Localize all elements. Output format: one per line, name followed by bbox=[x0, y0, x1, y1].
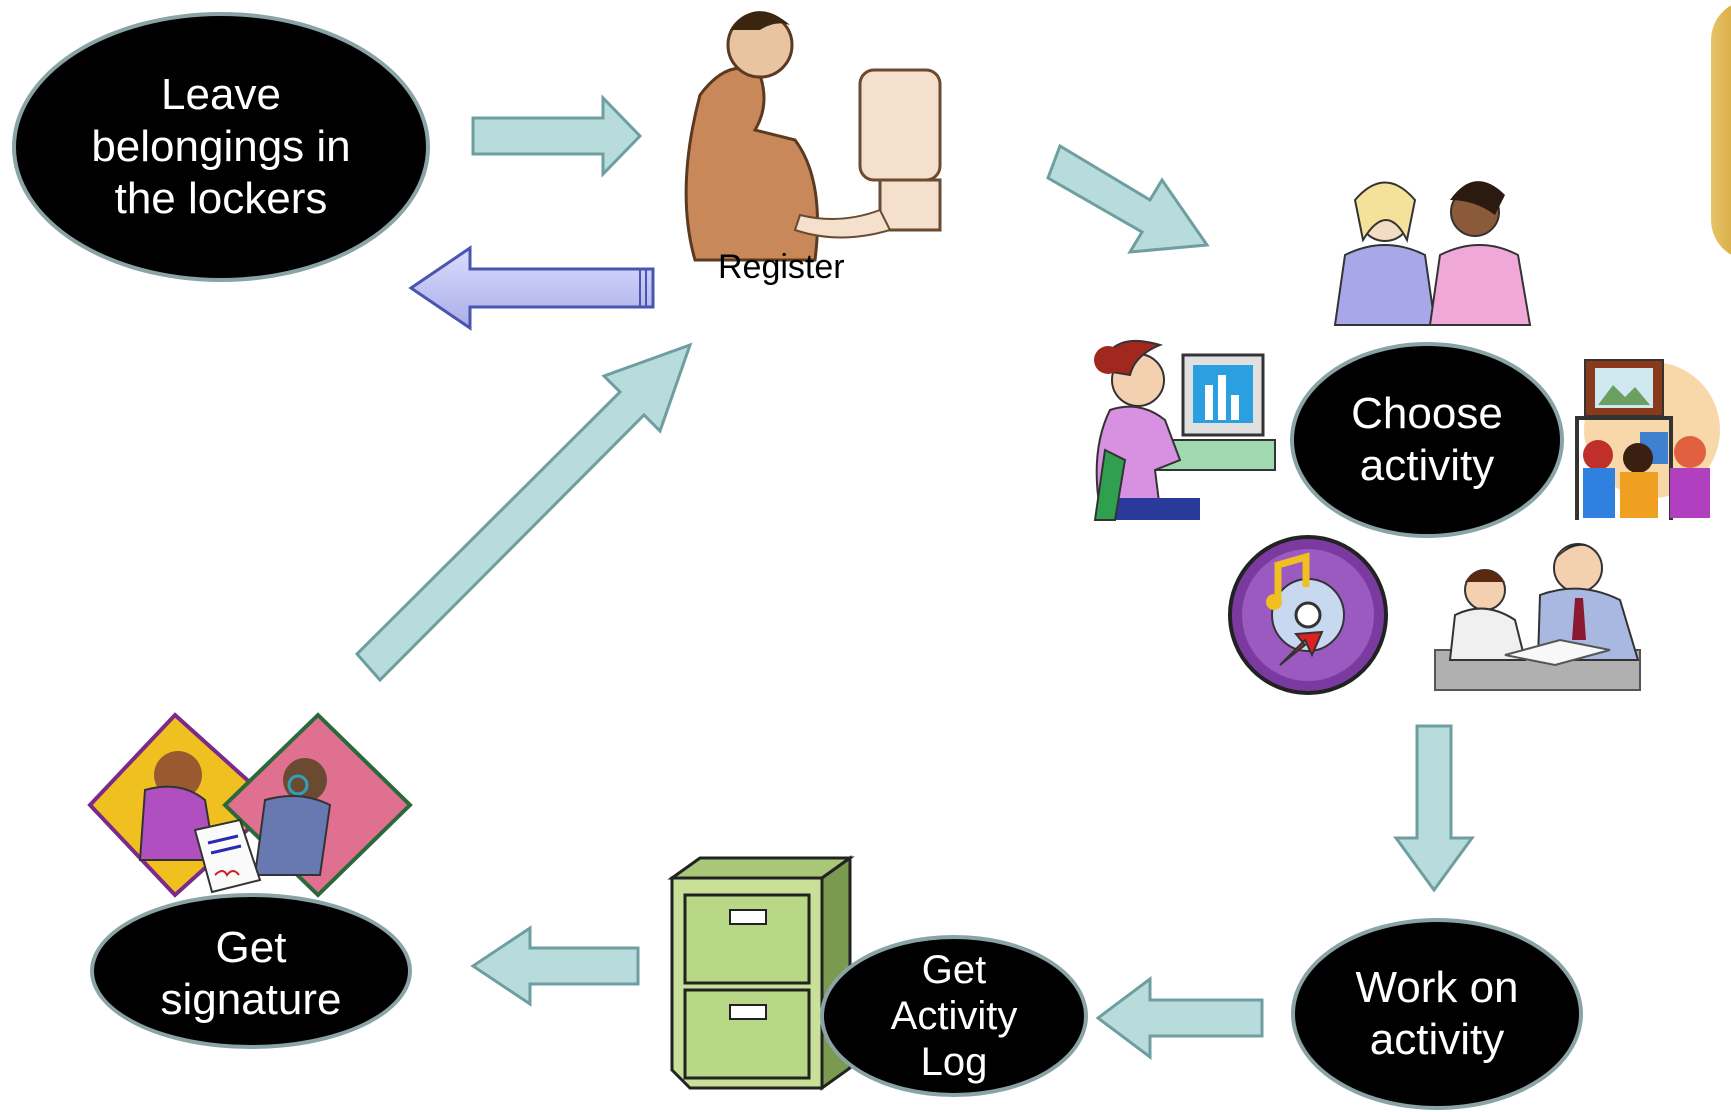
decorative-edge bbox=[1711, 0, 1731, 260]
arrow-back-to-lockers bbox=[408, 245, 655, 331]
arrow-to-signature bbox=[470, 925, 640, 1007]
arrow-to-register bbox=[471, 94, 643, 178]
register-caption: Register bbox=[718, 248, 845, 286]
node-get-activity-log-label: Get Activity Log bbox=[890, 948, 1018, 1084]
classroom-tv-icon bbox=[1575, 359, 1720, 520]
man-at-computer-icon bbox=[684, 11, 942, 262]
two-girls-talking-icon bbox=[1333, 181, 1532, 326]
arrow-down-to-work bbox=[1393, 724, 1475, 893]
node-get-signature: Get signature bbox=[90, 893, 412, 1049]
node-work-on-activity-label: Work on activity bbox=[1355, 963, 1519, 1064]
arrow-to-choose bbox=[1046, 143, 1210, 254]
teacher-helping-student-icon bbox=[1434, 543, 1641, 691]
signing-document-icon bbox=[87, 712, 413, 898]
node-choose-activity-label: Choose activity bbox=[1351, 389, 1503, 490]
node-get-signature-label: Get signature bbox=[160, 923, 342, 1024]
node-leave-belongings: Leave belongings in the lockers bbox=[12, 12, 430, 282]
node-work-on-activity: Work on activity bbox=[1291, 918, 1583, 1110]
node-get-activity-log: Get Activity Log bbox=[820, 935, 1088, 1097]
arrow-up-to-register bbox=[354, 342, 693, 683]
node-choose-activity: Choose activity bbox=[1290, 342, 1564, 538]
girl-at-computer-icon bbox=[1093, 339, 1276, 521]
music-cd-icon bbox=[1228, 535, 1388, 695]
arrow-to-log bbox=[1095, 976, 1264, 1060]
node-leave-belongings-label: Leave belongings in the lockers bbox=[91, 70, 351, 223]
filing-cabinet-icon bbox=[667, 855, 855, 1091]
